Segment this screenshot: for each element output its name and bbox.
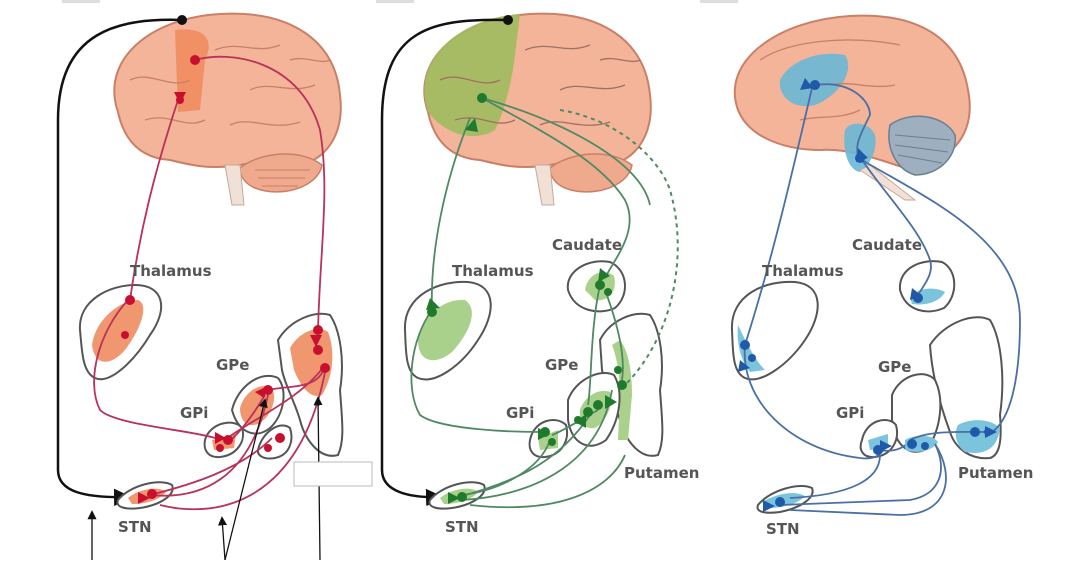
p3-gpi-label: GPi xyxy=(836,404,864,422)
motor-thalamus-structure xyxy=(78,283,163,381)
p3-gpe-label: GPe xyxy=(878,358,911,376)
hyperdirect-origin-dot xyxy=(177,15,187,25)
hyperdirect-pathway-associative xyxy=(380,18,509,507)
p3-stn-label: STN xyxy=(766,520,800,538)
brain-lateral-motor-icon xyxy=(113,12,342,206)
p3-caudate-label: Caudate xyxy=(852,236,922,254)
panel3-top-fragment xyxy=(700,0,738,3)
associative-pathways xyxy=(410,97,651,509)
limbic-circuit-panel: Thalamus Caudate GPe GPi Putamen STN xyxy=(700,0,1033,538)
limbic-caudate-structure xyxy=(898,260,956,313)
panel1-top-fragment xyxy=(62,0,100,3)
brain-medial-limbic-icon xyxy=(733,14,971,201)
p1-stn-label: STN xyxy=(118,518,152,536)
p3-thalamus-label: Thalamus xyxy=(762,262,844,280)
p2-stn-label: STN xyxy=(445,518,479,536)
p1-gpi-label: GPi xyxy=(180,404,208,422)
associative-nodes xyxy=(426,93,627,504)
p2-gpi-label: GPi xyxy=(506,404,534,422)
p2-thalamus-label: Thalamus xyxy=(452,262,534,280)
p2-putamen-label: Putamen xyxy=(624,464,699,482)
limbic-pathways xyxy=(743,83,1021,516)
motor-nodes xyxy=(121,55,330,504)
p1-gpe-label: GPe xyxy=(216,356,249,374)
limbic-gpe-structure xyxy=(891,373,942,453)
hyperdirect-origin-dot-2 xyxy=(503,15,513,25)
panel2-top-fragment xyxy=(376,0,414,3)
p1-thalamus-label: Thalamus xyxy=(130,262,212,280)
assoc-dashed-pathway xyxy=(559,109,679,386)
limbic-nodes xyxy=(738,78,997,512)
blank-annotation-box xyxy=(293,461,373,487)
brain-lateral-associative-icon xyxy=(423,12,652,206)
associative-circuit-panel: Thalamus Caudate GPe GPi Putamen STN xyxy=(376,0,699,536)
p3-putamen-label: Putamen xyxy=(958,464,1033,482)
p2-caudate-label: Caudate xyxy=(552,236,622,254)
motor-circuit-panel: Thalamus GPe GPi STN xyxy=(56,0,373,561)
hyperdirect-pathway-motor xyxy=(56,18,183,507)
p2-gpe-label: GPe xyxy=(545,356,578,374)
